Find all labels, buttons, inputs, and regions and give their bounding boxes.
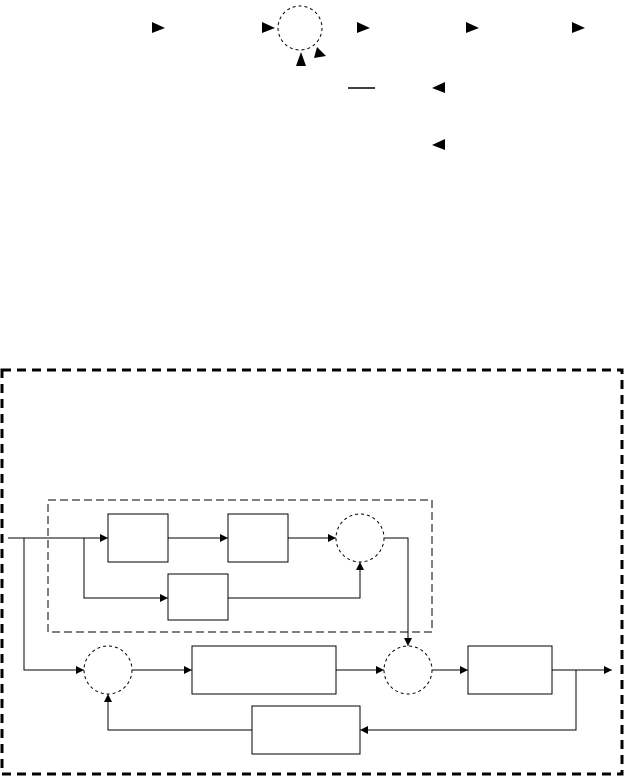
feedback-block (251, 705, 361, 755)
feedback-to-left-sum (104, 694, 252, 731)
block-a (107, 513, 169, 563)
left-summing-junction (83, 645, 133, 695)
right-summing-junction (383, 645, 433, 695)
upper-summing-junction (277, 5, 323, 51)
upper-arrowhead-1 (152, 22, 165, 33)
output-block (467, 645, 553, 695)
upper-arrowhead-left-1 (432, 82, 445, 93)
upper-arrowhead-diag (314, 47, 326, 58)
inner-summing-junction (335, 513, 385, 563)
outer-dashed-border (0, 368, 624, 776)
block-c-to-inner-sum (228, 562, 364, 599)
upper-arrowhead-up (296, 52, 306, 66)
branch-to-left-sum (23, 538, 84, 674)
forward-block (191, 645, 337, 695)
upper-arrowhead-3 (357, 22, 370, 33)
block-b (227, 513, 289, 563)
inner-dashed-group (47, 499, 433, 633)
upper-arrowhead-left-2 (432, 139, 445, 150)
upper-arrowhead-4 (466, 22, 479, 33)
upper-section (152, 5, 585, 150)
block-c (167, 573, 229, 621)
upper-arrowhead-5 (572, 22, 585, 33)
branch-to-block-c (83, 538, 168, 602)
lower-section (0, 368, 624, 776)
inner-sum-to-right-sum (384, 537, 412, 646)
upper-arrowhead-2 (262, 22, 275, 33)
output-to-feedback-block (360, 670, 577, 734)
